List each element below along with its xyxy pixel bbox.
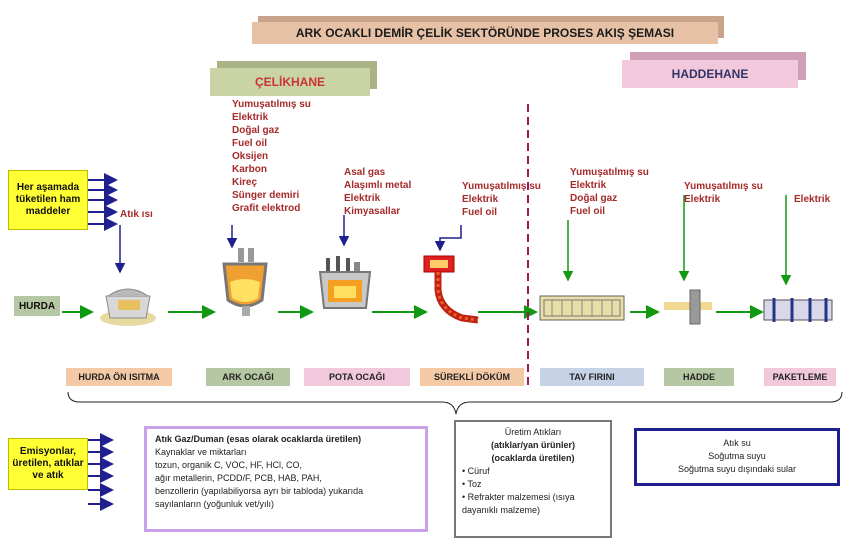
rolling-input: Elektrik xyxy=(684,194,721,205)
arc-input: Yumuşatılmış su xyxy=(232,99,311,110)
stage-casting: SÜREKLİ DÖKÜM xyxy=(420,368,524,386)
stage-reheat-furnace: TAV FIRINI xyxy=(540,368,644,386)
waste-gas-line: sayılanların (yoğunluk vet/yılı) xyxy=(155,499,275,509)
stage-arc-furnace: ARK OCAĞI xyxy=(206,368,290,386)
stage-packing: PAKETLEME xyxy=(764,368,836,386)
casting-input: Yumuşatılmış su xyxy=(462,181,541,192)
production-waste-subtitle: (atıklar/yan ürünler) xyxy=(490,440,576,450)
arc-input: Sünger demiri xyxy=(232,190,300,201)
emissions-box: Emisyonlar, üretilen, atıklar ve atık xyxy=(8,438,88,490)
waste-gas-line: tozun, organik C, VOC, HF, HCl, CO, xyxy=(155,460,303,470)
furnace-input: Yumuşatılmış su xyxy=(570,167,649,178)
input-arrows xyxy=(114,215,462,274)
casting-input: Fuel oil xyxy=(462,207,497,218)
arc-input: Grafit elektrod xyxy=(232,203,301,214)
waste-gas-title: Atık Gaz/Duman (esas olarak ocaklarda ür… xyxy=(155,434,362,444)
waste-water-title: Atık su xyxy=(723,438,751,448)
production-waste-box: Üretim Atıkları (atıklar/yan ürünler) (o… xyxy=(454,420,612,538)
production-waste-item: • Toz xyxy=(462,479,482,489)
furnace-input: Fuel oil xyxy=(570,206,605,217)
rolling-inputs: Yumuşatılmış su Elektrik xyxy=(684,180,763,206)
raw-material-arrows xyxy=(88,173,118,231)
stage-preheat: HURDA ÖN ISITMA xyxy=(66,368,172,386)
reheating-furnace-icon xyxy=(539,295,625,321)
waste-water-line: Soğutma suyu dışındaki sular xyxy=(677,464,797,474)
page-title: ARK OCAKLI DEMİR ÇELİK SEKTÖRÜNDE PROSES… xyxy=(252,22,718,44)
preheat-icon xyxy=(100,288,156,326)
casting-inputs: Yumuşatılmış su Elektrik Fuel oil xyxy=(462,180,541,219)
packing-input: Elektrik xyxy=(794,194,831,205)
emission-arrows xyxy=(88,433,114,511)
continuous-casting-icon xyxy=(423,255,479,324)
arc-input: Oksijen xyxy=(232,151,269,162)
arc-input: Karbon xyxy=(232,164,267,175)
output-bracket xyxy=(67,391,843,415)
arc-input: Elektrik xyxy=(232,112,269,123)
rolling-mill-icon xyxy=(664,289,712,325)
waste-heat-label: Atık ısı xyxy=(120,209,153,220)
casting-input: Elektrik xyxy=(462,194,499,205)
furnace-inputs: Yumuşatılmış su Elektrik Doğal gaz Fuel … xyxy=(570,166,649,218)
production-waste-subtitle2: (ocaklarda üretilen) xyxy=(491,453,575,463)
raw-materials-box: Her aşamada tüketilen ham maddeler xyxy=(8,170,88,230)
scrap-label: HURDA xyxy=(14,296,60,316)
packing-inputs: Elektrik xyxy=(794,193,830,206)
waste-gas-line: Kaynaklar ve miktarları xyxy=(155,447,247,457)
arc-furnace-icon xyxy=(222,248,268,316)
ladle-inputs: Asal gas Alaşımlı metal Elektrik Kimyasa… xyxy=(344,166,411,218)
waste-gas-box: Atık Gaz/Duman (esas olarak ocaklarda ür… xyxy=(144,426,428,532)
waste-gas-line: ağır metallerin, PCDD/F, PCB, HAB, PAH, xyxy=(155,473,322,483)
waste-gas-line: benzollerin (yapılabiliyorsa ayrı bir ta… xyxy=(155,486,364,496)
stage-rolling: HADDE xyxy=(664,368,734,386)
ladle-input: Asal gas xyxy=(344,167,386,178)
arc-input: Fuel oil xyxy=(232,138,267,149)
arc-input: Doğal gaz xyxy=(232,125,280,136)
furnace-input: Elektrik xyxy=(570,180,607,191)
ladle-input: Alaşımlı metal xyxy=(344,180,412,191)
production-waste-title: Üretim Atıkları xyxy=(504,427,562,437)
rolling-input: Yumuşatılmış su xyxy=(684,181,763,192)
arc-input: Kireç xyxy=(232,177,258,188)
section-celikhane: ÇELİKHANE xyxy=(210,68,370,96)
production-waste-item: • Refrakter malzemesi (ısıya dayanıklı m… xyxy=(462,492,575,515)
section-haddehane: HADDEHANE xyxy=(622,60,798,88)
production-waste-item: • Cüruf xyxy=(462,466,490,476)
rolling-input-arrows xyxy=(562,195,792,286)
furnace-input: Doğal gaz xyxy=(570,193,618,204)
stage-ladle-furnace: POTA OCAĞI xyxy=(304,368,410,386)
ladle-input: Kimyasallar xyxy=(344,206,401,217)
waste-water-line: Soğutma suyu xyxy=(708,451,766,461)
waste-water-box: Atık su Soğutma suyu Soğutma suyu dışınd… xyxy=(634,428,840,486)
ladle-furnace-icon xyxy=(318,256,372,309)
arc-inputs: Yumuşatılmış su Elektrik Doğal gaz Fuel … xyxy=(232,98,311,215)
ladle-input: Elektrik xyxy=(344,193,381,204)
packing-icon xyxy=(763,298,833,322)
